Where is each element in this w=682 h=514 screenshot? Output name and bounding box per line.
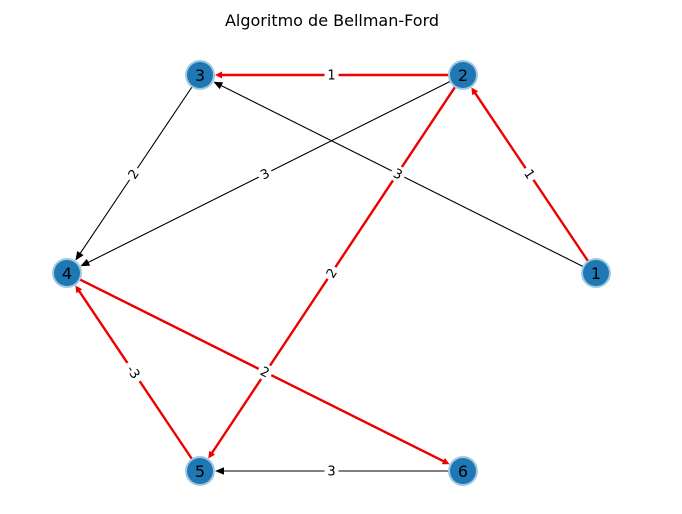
edge-arrowhead [80,258,91,267]
node-circle [583,260,609,286]
node-label: 2 [458,66,468,85]
edge-weight-text: 3 [327,465,335,480]
edge-labels-layer: 3 2 3 3 1 1 2 -3 2 [120,67,541,480]
edge-weight-label: 3 [388,163,408,185]
node-circle [187,62,213,88]
edge-weight-label: 2 [320,262,343,284]
node-circle [187,458,213,484]
edge-weight-label: 1 [324,67,339,84]
node-label: 3 [195,66,205,85]
node-circle [450,458,476,484]
node-label: 5 [195,462,205,481]
edge-weight-bg [518,163,541,185]
node-1: 1 [581,258,611,288]
graph-title: Algoritmo de Bellman-Ford [225,11,439,30]
edge-weight-bg [255,163,275,185]
node-5: 5 [185,456,215,486]
edge-weight-bg [320,262,343,284]
node-6: 6 [448,456,478,486]
node-label: 1 [591,264,601,283]
node-label: 4 [62,264,72,283]
nodes-layer: 1 2 3 4 5 6 [52,60,611,486]
edge-weight-label: 3 [324,463,339,480]
node-3: 3 [185,60,215,90]
edge-arrowhead [471,87,479,96]
edge-weight-bg [122,163,145,185]
edge-weight-label: 3 [255,163,275,185]
edge-weight-bg [324,463,339,479]
edge-arrowhead [75,250,84,261]
edge-arrowhead [215,467,224,475]
edge-weight-label: 1 [518,163,541,185]
edge-weight-bg [120,358,147,386]
edge-weight-text: 1 [327,69,335,84]
edge-weight-label: -3 [120,358,147,386]
node-label: 6 [458,462,468,481]
edge-weight-bg [255,361,275,383]
edge-arrowhead [441,458,450,465]
edge-arrowhead [215,71,222,79]
edge-arrowhead [213,81,224,90]
edge-arrowhead [208,450,216,459]
node-circle [450,62,476,88]
node-circle [54,260,80,286]
edge-weight-label: 2 [122,163,145,185]
edge-weight-bg [388,163,408,185]
node-2: 2 [448,60,478,90]
edge-weight-bg [324,67,339,83]
edge-weight-label: 2 [255,361,275,383]
edge-arrowhead [75,285,83,294]
node-4: 4 [52,258,82,288]
